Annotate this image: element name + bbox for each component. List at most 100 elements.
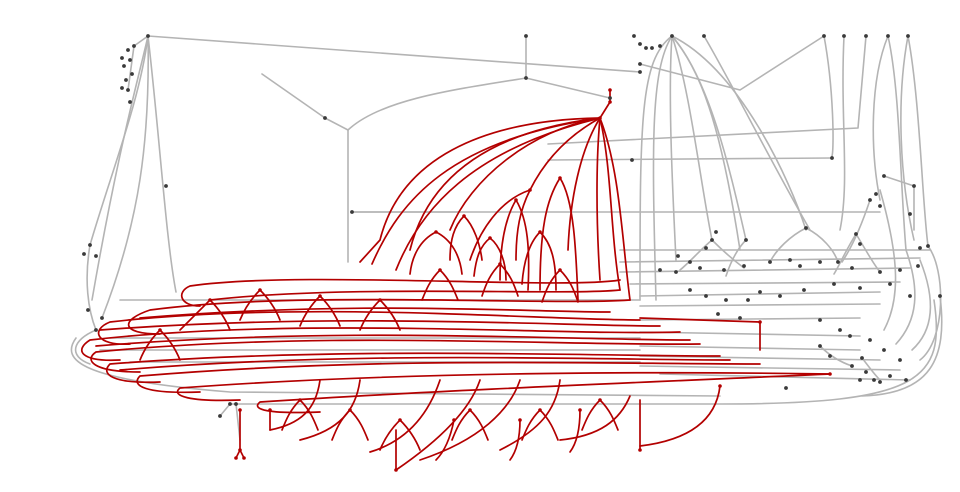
graph-node — [638, 42, 642, 46]
graph-node — [858, 286, 862, 290]
highlighted-edge — [359, 117, 601, 263]
gray-edge — [652, 35, 673, 301]
gray-edge — [547, 35, 867, 145]
highlighted-node — [598, 398, 602, 402]
highlighted-edge — [139, 307, 611, 319]
graph-node — [146, 34, 150, 38]
highlighted-node — [258, 288, 262, 292]
highlighted-node — [608, 100, 612, 104]
graph-node — [886, 34, 890, 38]
graph-node — [676, 254, 680, 258]
graph-node — [858, 242, 862, 246]
graph-node — [798, 264, 802, 268]
highlighted-edge — [299, 399, 319, 431]
highlighted-edge — [80, 327, 681, 362]
highlighted-edge — [369, 379, 441, 453]
gray-edge-layer — [70, 35, 943, 441]
graph-node — [904, 378, 908, 382]
graph-node — [698, 266, 702, 270]
gray-edge — [639, 355, 881, 361]
gray-edge — [639, 365, 901, 371]
highlighted-edge — [463, 215, 483, 261]
graph-node — [228, 402, 232, 406]
graph-node — [818, 318, 822, 322]
gray-edge — [671, 35, 747, 241]
highlighted-node — [538, 408, 542, 412]
graph-node — [716, 312, 720, 316]
gray-edge — [900, 35, 915, 241]
highlighted-node — [434, 230, 438, 234]
graph-node — [234, 402, 238, 406]
highlighted-edge — [269, 379, 321, 431]
highlighted-edge — [509, 419, 521, 461]
graph-node — [128, 58, 132, 62]
graph-node — [858, 378, 862, 382]
highlighted-node — [208, 298, 212, 302]
highlighted-edge — [435, 419, 455, 461]
graph-node — [788, 258, 792, 262]
graph-node — [128, 100, 132, 104]
graph-node — [864, 370, 868, 374]
graph-node — [608, 96, 612, 100]
gray-edge — [547, 157, 833, 161]
graph-node — [670, 34, 674, 38]
highlighted-node — [234, 456, 238, 460]
graph-node — [878, 380, 882, 384]
gray-edge — [101, 35, 150, 319]
graph-node — [94, 254, 98, 258]
graph-node — [638, 62, 642, 66]
highlighted-edge — [515, 189, 531, 261]
graph-node — [122, 64, 126, 68]
highlighted-edge — [599, 89, 611, 119]
highlighted-edge — [209, 299, 231, 331]
highlighted-edge — [97, 310, 641, 345]
graph-node — [804, 226, 808, 230]
gray-edge — [74, 329, 97, 365]
highlighted-edge — [499, 263, 519, 297]
graph-node — [658, 268, 662, 272]
gray-edge — [639, 345, 861, 351]
gray-edge — [619, 267, 911, 273]
highlighted-edge — [539, 409, 559, 441]
gray-edge — [823, 35, 834, 157]
highlighted-edge — [529, 117, 601, 191]
highlighted-node — [578, 408, 582, 412]
highlighted-edge — [319, 295, 341, 327]
graph-node — [778, 294, 782, 298]
highlighted-node — [518, 418, 522, 422]
graph-node — [130, 72, 134, 76]
highlighted-node — [488, 236, 492, 240]
highlighted-edge — [499, 199, 517, 281]
highlighted-edge — [469, 189, 531, 261]
graph-node — [938, 294, 942, 298]
graph-node — [878, 204, 882, 208]
highlighted-node — [398, 418, 402, 422]
highlighted-node — [242, 456, 246, 460]
highlighted-edge — [449, 215, 465, 261]
graph-node — [864, 34, 868, 38]
graph-node — [658, 44, 662, 48]
graph-node — [738, 316, 742, 320]
gray-edge — [629, 281, 901, 285]
highlighted-node — [718, 384, 722, 388]
highlighted-node — [238, 408, 242, 412]
highlighted-edge — [515, 199, 530, 291]
highlighted-edge — [481, 263, 501, 297]
graph-node — [818, 344, 822, 348]
graph-node — [836, 260, 840, 264]
graph-node — [710, 238, 714, 242]
gray-edge — [89, 35, 149, 246]
gray-edge — [261, 73, 349, 131]
highlighted-edge — [349, 409, 369, 441]
highlighted-node — [438, 268, 442, 272]
gray-edge — [833, 233, 857, 275]
gray-edge — [639, 35, 673, 301]
graph-node — [164, 184, 168, 188]
gray-edge — [769, 227, 807, 263]
highlighted-node — [828, 372, 832, 376]
highlighted-node — [318, 294, 322, 298]
graph-node — [860, 356, 864, 360]
graph-node — [802, 288, 806, 292]
graph-node — [850, 364, 854, 368]
highlighted-node — [598, 116, 602, 120]
